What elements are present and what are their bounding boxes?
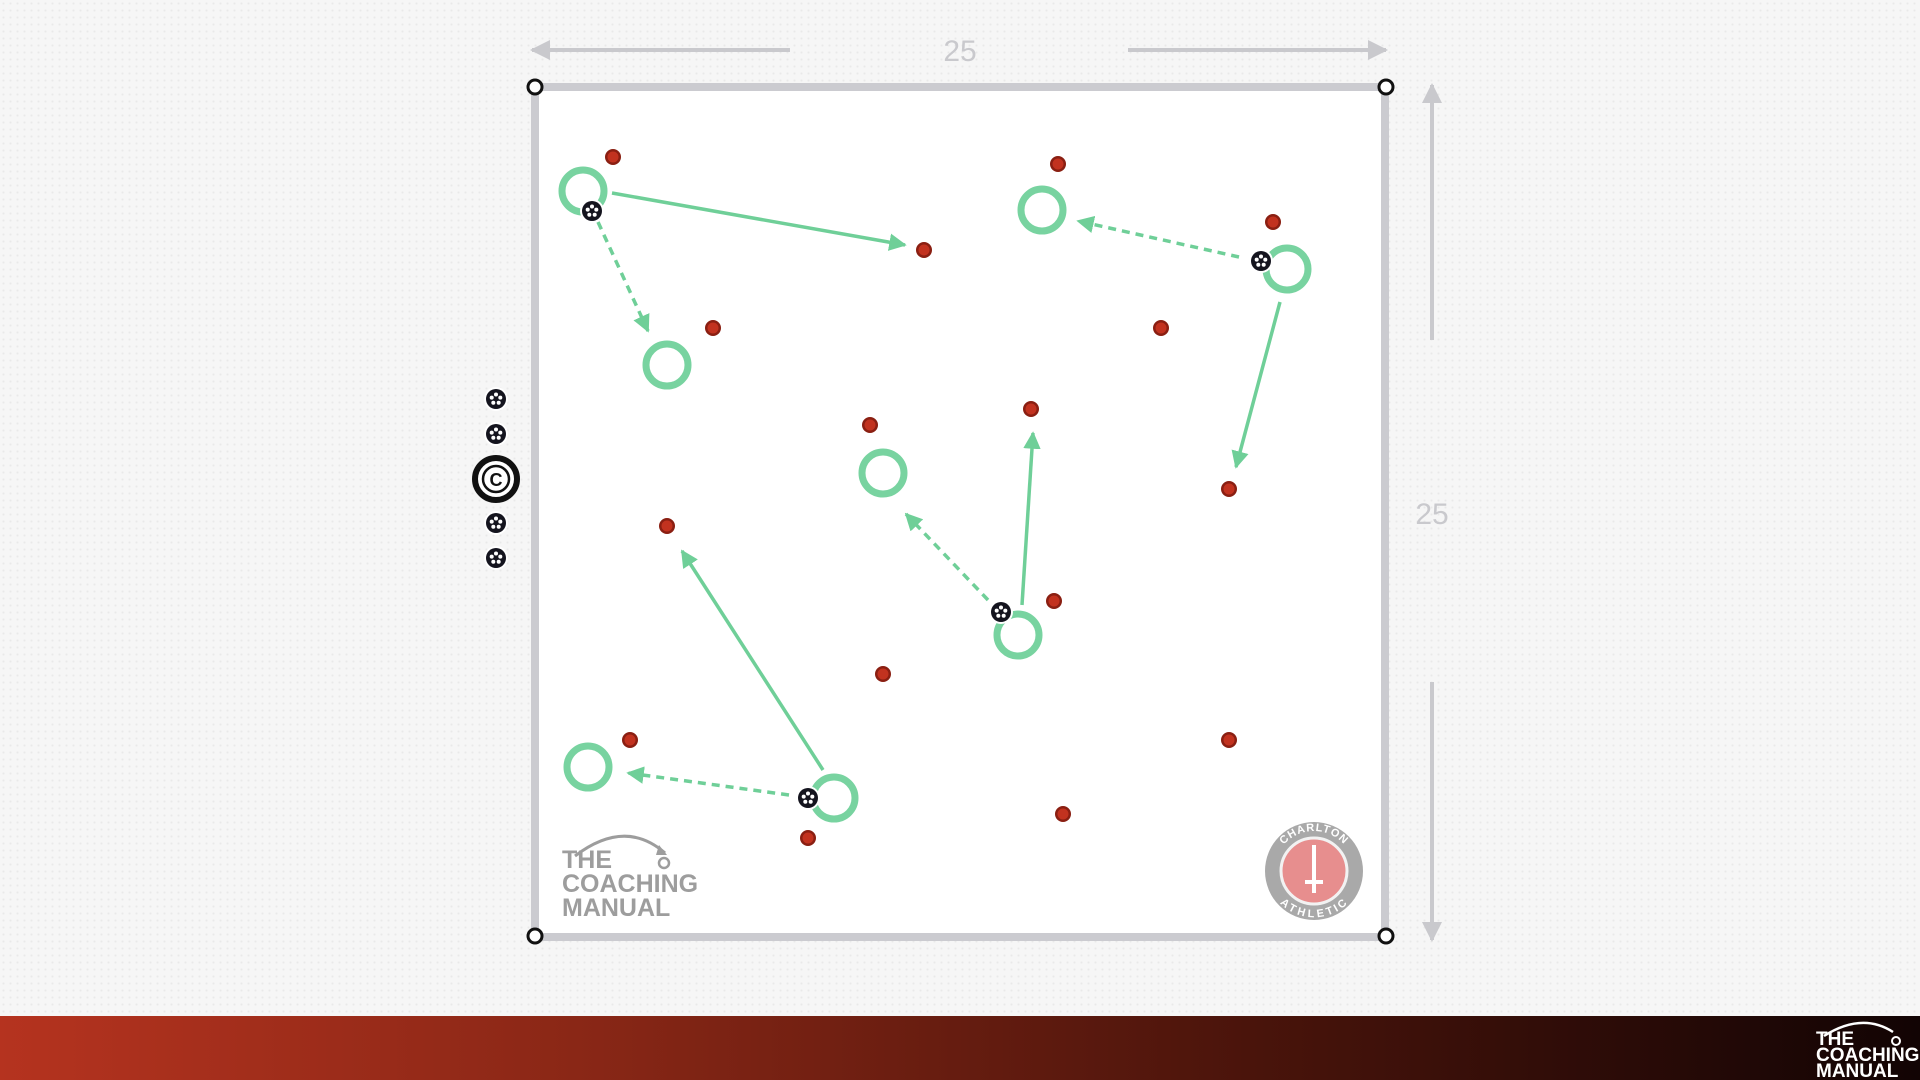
corner-marker-icon: [526, 927, 544, 945]
player-marker: [563, 742, 613, 792]
pitch-area: [531, 83, 1389, 941]
player-marker: [993, 610, 1043, 660]
footer-logo-ball: [1891, 1036, 1901, 1046]
corner-marker-icon: [1377, 927, 1395, 945]
width-dimension: 25: [530, 35, 1388, 68]
movement-arrows: [596, 191, 1282, 797]
run-arrow: [596, 221, 650, 333]
footer-logo-line-1: THE: [1816, 1029, 1854, 1050]
sword-icon: [1305, 845, 1323, 893]
footer-logo-curve: [1823, 1021, 1894, 1038]
pass-arrow: [611, 191, 907, 251]
logo-line-1: THE: [562, 846, 612, 874]
logo-curve: [574, 834, 666, 858]
coach-station: C: [472, 387, 520, 570]
pass-arrow: [1020, 431, 1041, 606]
player-marker: [1017, 185, 1067, 235]
club-badge: CHARLTON ATHLETIC: [1265, 822, 1363, 920]
logo-arrowhead: [656, 845, 667, 855]
logo-ball: [657, 856, 671, 870]
coach-letter: C: [490, 470, 503, 490]
run-arrow: [904, 512, 990, 602]
height-label: 25: [1415, 498, 1448, 531]
footer-logo-line-3: MANUAL: [1816, 1061, 1899, 1080]
pass-arrow: [680, 549, 825, 771]
coach-icon: C: [472, 455, 520, 503]
logo-line-2: COACHING: [562, 870, 698, 898]
corner-marker-icon: [526, 78, 544, 96]
logo-line-3: MANUAL: [562, 894, 670, 922]
player-marker: [858, 448, 908, 498]
footer-bar: [0, 1016, 1920, 1080]
corner-marker-icon: [1377, 78, 1395, 96]
footer-coaching-manual-logo: THE COACHING MANUAL: [1816, 1021, 1919, 1080]
height-dimension: 25: [1415, 83, 1449, 942]
width-label: 25: [943, 35, 976, 68]
pitch: [526, 78, 1395, 945]
player-marker: [642, 340, 692, 390]
footer-logo-line-2: COACHING: [1816, 1045, 1919, 1066]
pass-arrow: [1231, 301, 1282, 469]
coaching-manual-logo: THE COACHING MANUAL: [562, 834, 698, 922]
